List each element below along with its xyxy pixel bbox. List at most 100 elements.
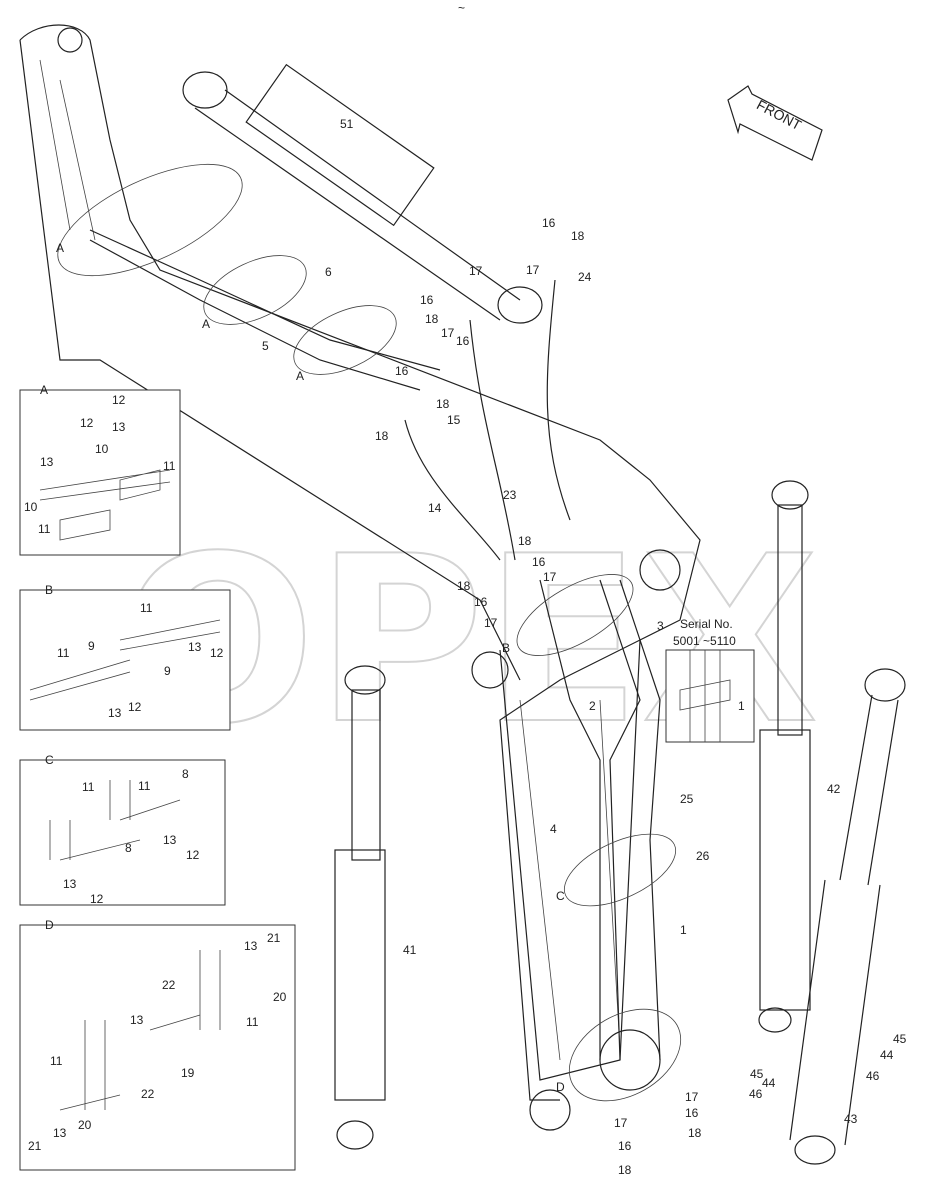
- callout-17: 17: [543, 570, 557, 584]
- callout-18: 18: [688, 1126, 702, 1140]
- callout-18: 18: [518, 534, 532, 548]
- front-arrow: FRONT: [727, 85, 823, 161]
- callout-46: 46: [866, 1069, 880, 1083]
- detail-ellipses: [57, 163, 682, 1102]
- callout-A: A: [202, 317, 210, 331]
- callout-18: 18: [571, 229, 585, 243]
- inset-d-title: D: [45, 918, 54, 932]
- callout-17: 17: [469, 264, 483, 278]
- svg-text:22: 22: [162, 978, 176, 992]
- svg-text:13: 13: [244, 939, 258, 953]
- cylinder-42: [758, 480, 811, 1033]
- svg-text:21: 21: [28, 1139, 42, 1153]
- svg-text:13: 13: [63, 877, 77, 891]
- callout-A: A: [56, 241, 64, 255]
- callout-C: C: [556, 889, 565, 903]
- svg-text:13: 13: [40, 455, 54, 469]
- svg-text:19: 19: [181, 1066, 195, 1080]
- callout-4: 4: [550, 822, 557, 836]
- svg-text:12: 12: [210, 646, 224, 660]
- svg-text:11: 11: [140, 601, 153, 615]
- callout-14: 14: [428, 501, 442, 515]
- callout-42: 42: [827, 782, 841, 796]
- callout-2: 2: [589, 699, 596, 713]
- svg-text:21: 21: [267, 931, 281, 945]
- cylinder-51: [182, 63, 543, 324]
- svg-text:13: 13: [188, 640, 202, 654]
- header-mark: ~: [458, 1, 465, 15]
- svg-text:13: 13: [108, 706, 122, 720]
- callout-16: 16: [456, 334, 470, 348]
- svg-text:9: 9: [164, 664, 171, 678]
- callout-17: 17: [526, 263, 540, 277]
- callout-17: 17: [614, 1116, 628, 1130]
- svg-text:8: 8: [125, 841, 132, 855]
- inset-a-title: A: [40, 383, 48, 397]
- svg-text:8: 8: [182, 767, 189, 781]
- svg-text:11: 11: [138, 779, 151, 793]
- hoses: [89, 229, 661, 1061]
- callout-18: 18: [457, 579, 471, 593]
- svg-text:20: 20: [273, 990, 287, 1004]
- svg-text:10: 10: [95, 442, 109, 456]
- inset-c: C 11 11 8 8 13 12 13 12: [19, 753, 226, 906]
- svg-text:11: 11: [163, 459, 176, 473]
- callout-17: 17: [685, 1090, 699, 1104]
- inset-d: D 13 21 22 20 13 11 19 22 11 20 13 21: [19, 918, 296, 1171]
- callout-15: 15: [447, 413, 461, 427]
- cylinder-41: [334, 665, 386, 1150]
- callout-16: 16: [532, 555, 546, 569]
- svg-text:13: 13: [53, 1126, 67, 1140]
- svg-text:13: 13: [112, 420, 126, 434]
- front-arrow-label: FRONT: [754, 96, 804, 133]
- svg-text:20: 20: [78, 1118, 92, 1132]
- callout-43: 43: [844, 1112, 858, 1126]
- boom-structure: [19, 24, 701, 1131]
- svg-text:11: 11: [82, 780, 95, 794]
- callout-51: 51: [340, 117, 354, 131]
- callout-A: A: [296, 369, 304, 383]
- callout-16: 16: [618, 1139, 632, 1153]
- callout-26: 26: [696, 849, 710, 863]
- serial-inset: Serial No. 5001 ~5110 1: [665, 617, 755, 743]
- svg-text:22: 22: [141, 1087, 155, 1101]
- svg-text:12: 12: [112, 393, 126, 407]
- callout-18: 18: [436, 397, 450, 411]
- inset-b: B 11 11 9 9 13 12 13 12: [19, 583, 231, 731]
- inset-a: A 12 12 13 13 10 11 10 11: [19, 383, 181, 556]
- callout-6: 6: [325, 265, 332, 279]
- inset-c-title: C: [45, 753, 54, 767]
- callout-16: 16: [685, 1106, 699, 1120]
- callout-16: 16: [420, 293, 434, 307]
- svg-text:11: 11: [57, 646, 70, 660]
- callout-44: 44: [762, 1076, 776, 1090]
- callout-25: 25: [680, 792, 694, 806]
- callout-3: 3: [657, 619, 664, 633]
- callout-18: 18: [425, 312, 439, 326]
- callout-24: 24: [578, 270, 592, 284]
- callout-5: 5: [262, 339, 269, 353]
- svg-text:12: 12: [186, 848, 200, 862]
- callout-D: D: [556, 1080, 565, 1094]
- cylinder-43: [789, 668, 906, 1165]
- callout-16: 16: [542, 216, 556, 230]
- callout-1: 1: [680, 923, 687, 937]
- callout-16: 16: [395, 364, 409, 378]
- svg-text:12: 12: [128, 700, 142, 714]
- svg-text:9: 9: [88, 639, 95, 653]
- callout-B: B: [502, 641, 510, 655]
- serial-line-2: 5001 ~5110: [673, 634, 736, 648]
- svg-text:12: 12: [80, 416, 94, 430]
- svg-text:12: 12: [90, 892, 104, 906]
- serial-part: 1: [738, 699, 745, 713]
- callout-45: 45: [750, 1067, 764, 1081]
- svg-text:13: 13: [130, 1013, 144, 1027]
- svg-text:11: 11: [246, 1015, 259, 1029]
- callout-18: 18: [618, 1163, 632, 1177]
- callout-17: 17: [441, 326, 455, 340]
- serial-line-1: Serial No.: [680, 617, 733, 631]
- inset-b-title: B: [45, 583, 53, 597]
- svg-text:11: 11: [38, 522, 51, 536]
